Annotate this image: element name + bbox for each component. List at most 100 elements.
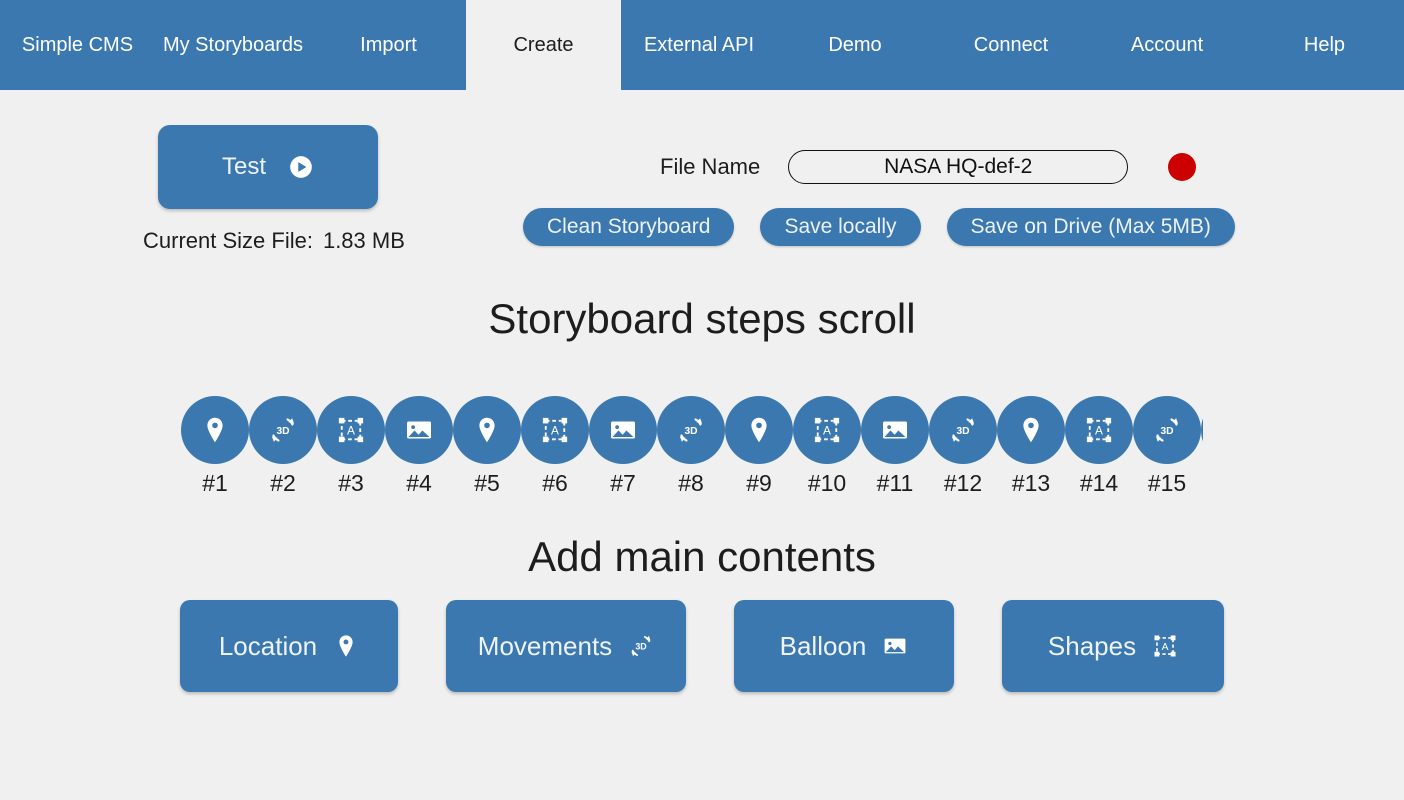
test-button[interactable]: Test bbox=[158, 125, 378, 209]
storyboard-steps-scroller[interactable]: #1 3D#2 A #3 #4 #5 A #6 #7 3D#8 #9 A #10 #11 3D #12 #13 A… bbox=[181, 396, 1203, 506]
filename-input[interactable] bbox=[788, 150, 1129, 184]
shapes-icon: A bbox=[540, 415, 570, 445]
shapes-icon: A bbox=[1084, 415, 1114, 445]
test-button-label: Test bbox=[221, 153, 266, 180]
step-label: #13 bbox=[1011, 470, 1051, 496]
storyboard-step[interactable]: 3D #15 bbox=[1133, 396, 1201, 497]
step-4-button[interactable] bbox=[385, 396, 453, 464]
step-1-button[interactable] bbox=[181, 396, 249, 464]
step-8-button[interactable]: 3D bbox=[657, 396, 725, 464]
storyboard-step[interactable]: A #10 bbox=[793, 396, 861, 497]
step-12-button[interactable]: 3D bbox=[929, 396, 997, 464]
add-main-contents-title: Add main contents bbox=[528, 533, 876, 580]
storyboard-step[interactable]: 3D#2 bbox=[249, 396, 317, 497]
step-2-button[interactable]: 3D bbox=[249, 396, 317, 464]
size-value: 1.83 MB bbox=[322, 228, 405, 253]
step-5-button[interactable] bbox=[453, 396, 521, 464]
create-page-stage: Test Current Size File: 1.83 MB File Name… bbox=[0, 90, 1404, 800]
step-3-button[interactable]: A bbox=[317, 396, 385, 464]
step-15-button[interactable]: 3D bbox=[1133, 396, 1201, 464]
shapes-icon: A bbox=[336, 415, 366, 445]
filename-label: File Name bbox=[660, 154, 761, 179]
top-navbar: Simple CMS My Storyboards Import Create Exte… bbox=[0, 0, 1404, 90]
step-label: #1 bbox=[202, 470, 228, 496]
step-14-button[interactable]: A bbox=[1065, 396, 1133, 464]
step-13-button[interactable] bbox=[997, 396, 1065, 464]
location-pin-icon bbox=[200, 415, 230, 445]
nav-item-help[interactable]: Help bbox=[1303, 33, 1346, 56]
shapes-button[interactable]: Shapes A bbox=[1002, 600, 1224, 692]
nav-item-my-storyboards[interactable]: My Storyboards bbox=[162, 33, 304, 56]
location-pin-icon bbox=[333, 633, 359, 659]
storyboard-step[interactable]: 3D#8 bbox=[657, 396, 725, 497]
step-10-button[interactable]: A bbox=[793, 396, 861, 464]
storyboard-step[interactable]: #9 bbox=[725, 396, 793, 497]
save-locally-button[interactable]: Save locally bbox=[760, 208, 921, 246]
balloon-button[interactable]: Balloon bbox=[734, 600, 954, 692]
record-indicator-dot[interactable] bbox=[1168, 153, 1197, 181]
step-9-button[interactable] bbox=[725, 396, 793, 464]
svg-text:A: A bbox=[551, 424, 559, 438]
step-label: #6 bbox=[542, 470, 568, 496]
current-size-file: Current Size File: 1.83 MB bbox=[143, 228, 405, 254]
storyboard-step[interactable]: #5 bbox=[453, 396, 521, 497]
svg-text:3D: 3D bbox=[956, 426, 969, 437]
save-on-drive-button[interactable]: Save on Drive (Max 5MB) bbox=[946, 208, 1235, 246]
storyboard-step[interactable]: #13 bbox=[997, 396, 1065, 497]
location-button[interactable]: Location bbox=[180, 600, 398, 692]
rotate-3d-icon: 3D bbox=[948, 415, 978, 445]
clean-storyboard-button[interactable]: Clean Storyboard bbox=[523, 208, 735, 246]
nav-item-demo[interactable]: Demo bbox=[828, 33, 882, 56]
step-label: #3 bbox=[338, 470, 364, 496]
storyboard-step[interactable]: #11 bbox=[861, 396, 929, 497]
nav-item-simple-cms[interactable]: Simple CMS bbox=[21, 33, 134, 56]
size-label: Current Size File: bbox=[143, 228, 313, 253]
svg-text:A: A bbox=[1095, 424, 1103, 438]
rotate-3d-icon: 3D bbox=[1152, 415, 1182, 445]
image-icon bbox=[404, 415, 434, 445]
storyboard-step[interactable]: A #3 bbox=[317, 396, 385, 497]
step-label: #4 bbox=[406, 470, 432, 496]
step-label: #10 bbox=[807, 470, 847, 496]
nav-item-import[interactable]: Import bbox=[360, 33, 417, 56]
nav-item-external-api[interactable]: External API bbox=[643, 33, 755, 56]
nav-item-create[interactable]: Create bbox=[466, 0, 621, 90]
location-pin-icon bbox=[744, 415, 774, 445]
step-label: #9 bbox=[746, 470, 772, 496]
balloon-button-label: Balloon bbox=[779, 630, 867, 661]
movements-button-label: Movements bbox=[477, 630, 613, 661]
storyboard-step[interactable]: A #6 bbox=[521, 396, 589, 497]
filename-row: File Name bbox=[660, 150, 1197, 184]
step-label: #7 bbox=[610, 470, 636, 496]
rotate-3d-icon: 3D bbox=[676, 415, 706, 445]
location-button-label: Location bbox=[218, 630, 318, 661]
storyboard-step[interactable]: #16 bbox=[1201, 396, 1203, 497]
storyboard-step[interactable]: #7 bbox=[589, 396, 657, 497]
svg-text:3D: 3D bbox=[276, 426, 289, 437]
storyboard-step[interactable]: #4 bbox=[385, 396, 453, 497]
step-6-button[interactable]: A bbox=[521, 396, 589, 464]
step-16-button[interactable] bbox=[1201, 396, 1203, 464]
step-7-button[interactable] bbox=[589, 396, 657, 464]
storyboard-step[interactable]: #1 bbox=[181, 396, 249, 497]
nav-item-account[interactable]: Account bbox=[1130, 33, 1204, 56]
storyboard-step[interactable]: 3D #12 bbox=[929, 396, 997, 497]
shapes-icon: A bbox=[1152, 633, 1178, 659]
image-icon bbox=[608, 415, 638, 445]
step-label: #5 bbox=[474, 470, 500, 496]
nav-item-connect[interactable]: Connect bbox=[973, 33, 1049, 56]
step-label: #12 bbox=[943, 470, 983, 496]
step-11-button[interactable] bbox=[861, 396, 929, 464]
step-label: #15 bbox=[1147, 470, 1187, 496]
step-label: #11 bbox=[876, 470, 914, 496]
shapes-button-label: Shapes bbox=[1047, 630, 1137, 661]
location-pin-icon bbox=[472, 415, 502, 445]
svg-text:A: A bbox=[1162, 642, 1169, 653]
location-pin-icon bbox=[1016, 415, 1046, 445]
svg-text:A: A bbox=[347, 424, 355, 438]
svg-text:3D: 3D bbox=[684, 426, 697, 437]
storyboard-step[interactable]: A #14 bbox=[1065, 396, 1133, 497]
step-label: #14 bbox=[1079, 470, 1119, 496]
